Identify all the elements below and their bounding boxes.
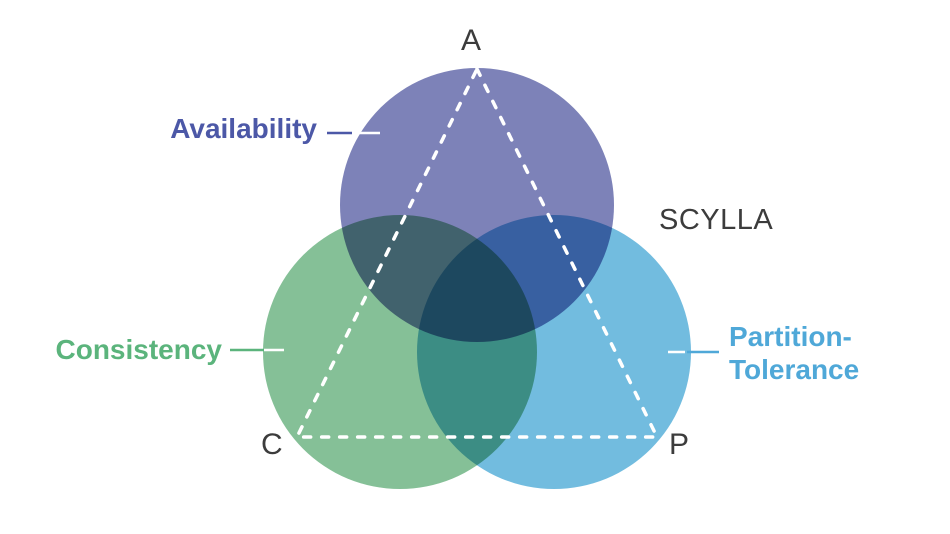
partition-tolerance-circle xyxy=(417,215,691,489)
consistency-label: Consistency xyxy=(55,334,223,365)
partition-tolerance-label-line2: Tolerance xyxy=(729,354,860,385)
scylla-annotation: SCYLLA xyxy=(659,204,774,236)
corner-letter-p: P xyxy=(669,428,690,461)
corner-letter-c: C xyxy=(261,428,283,461)
availability-label: Availability xyxy=(170,113,317,144)
corner-letter-a: A xyxy=(461,24,482,57)
partition-tolerance-label-line1: Partition- xyxy=(729,321,852,352)
partition-tolerance-label: Partition- Tolerance xyxy=(729,320,859,386)
